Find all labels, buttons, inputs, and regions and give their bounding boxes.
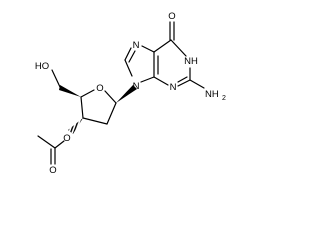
bond-c1-n9-wedge <box>116 85 137 103</box>
molecule-diagram: O N NH N N NH 2 O HO O O <box>35 11 226 176</box>
atom-n1-h: NH <box>184 56 198 67</box>
bond-c3-o-hash <box>68 118 83 134</box>
atom-nh2: NH <box>205 89 219 100</box>
bond-c8-n9 <box>124 59 133 77</box>
bond-c3-c2 <box>82 117 108 125</box>
atom-nh2-subscript: 2 <box>222 95 226 102</box>
structure-canvas: O N NH N N NH 2 O HO O O <box>35 11 226 176</box>
atom-n7: N <box>133 40 140 51</box>
bond-n1-c6 <box>170 39 187 57</box>
bond-n3-c2 <box>177 79 191 87</box>
atom-o-carbonyl: O <box>168 11 175 22</box>
bond-c6-c5 <box>153 39 172 53</box>
bond-acetyl-c-methyl <box>37 135 56 149</box>
bond-n3-c2-double <box>177 76 188 83</box>
atom-o-ring: O <box>96 83 103 94</box>
atom-n3: N <box>170 82 177 93</box>
bond-n9-c4 <box>140 76 155 83</box>
atom-o-ester: O <box>63 133 70 144</box>
atom-o-hydroxyl: HO <box>35 61 49 72</box>
bond-o4-c4 <box>80 89 95 98</box>
atom-o-acetyl: O <box>49 165 56 176</box>
bond-c1-o4 <box>104 90 117 104</box>
bond-c2-nh2 <box>189 79 205 89</box>
bond-c4-n3 <box>153 76 169 86</box>
bond-n7-c8-double <box>128 50 136 63</box>
bond-c5-oh <box>51 69 61 88</box>
bond-o-carbonyl-c <box>54 140 65 149</box>
bond-n7-c8 <box>124 47 132 61</box>
bond-c4-c5-wedge <box>59 85 81 97</box>
bond-c2-c1 <box>106 102 117 125</box>
bond-c5-n7 <box>141 45 155 53</box>
atom-n9: N <box>133 81 140 92</box>
bond-c4-c3 <box>80 96 84 119</box>
